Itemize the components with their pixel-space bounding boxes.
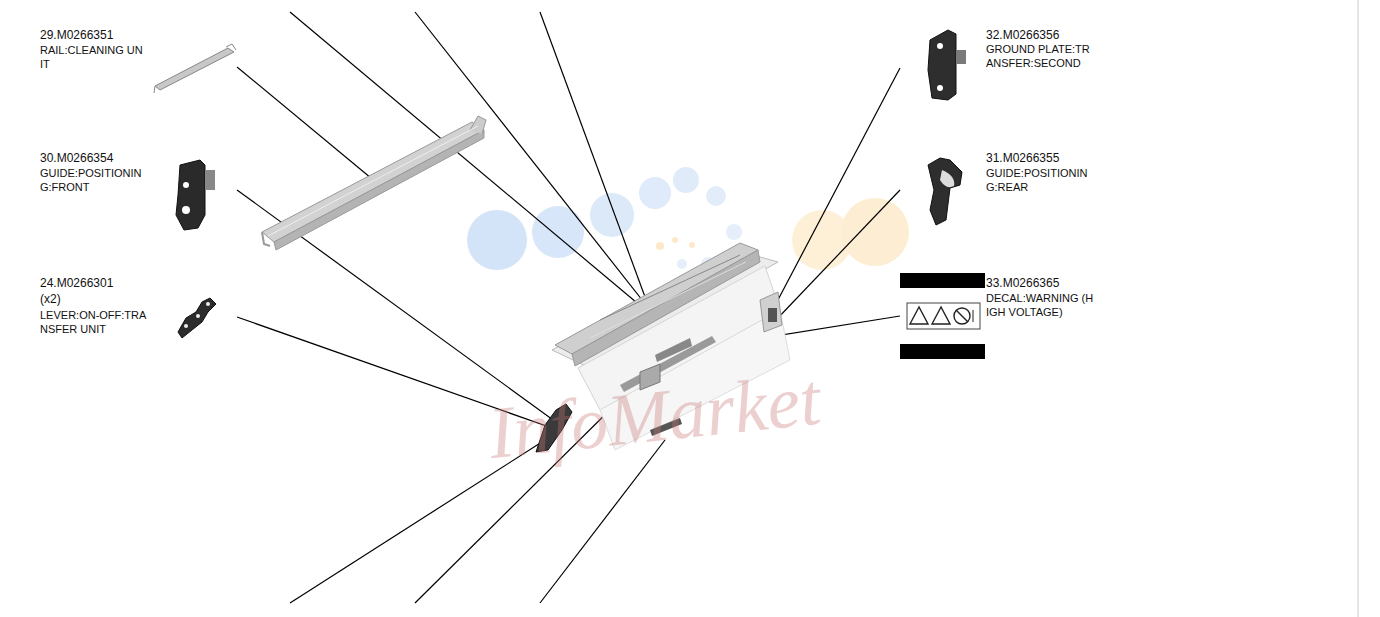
guide-rear-icon <box>928 158 962 225</box>
lever-icon <box>178 298 216 338</box>
callout-number: 30.M0266354 <box>40 151 170 166</box>
rail-icon-small <box>154 44 236 93</box>
quantity-note: (x2) <box>40 292 100 307</box>
part-name: GUIDE:POSITIONING:FRONT <box>40 167 144 195</box>
leader-lines <box>237 12 900 603</box>
part-name: LEVER:ON-OFF:TRANSFER UNIT <box>40 309 152 337</box>
watermark-logo <box>467 167 909 271</box>
page-border <box>1358 0 1359 617</box>
warning-decal-icon <box>900 273 985 359</box>
callout-number: 31.M0266355 <box>986 151 1116 166</box>
part-name: GUIDE:POSITIONING:REAR <box>986 167 1090 195</box>
part-name: GROUND PLATE:TRANSFER:SECOND <box>986 43 1094 71</box>
guide-front-icon <box>176 160 215 230</box>
rail-enlarged <box>262 116 486 250</box>
part-name: RAIL:CLEANING UNIT <box>40 44 144 72</box>
part-name: DECAL:WARNING (HIGH VOLTAGE) <box>986 292 1096 320</box>
callout-number: 32.M0266356 <box>986 28 1116 43</box>
watermark: InfoMarket <box>484 353 825 480</box>
callout-number: 24.M0266301 <box>40 276 170 291</box>
callout-number: 33.M0266365 <box>986 276 1116 291</box>
callout-number: 29.M0266351 <box>40 28 170 43</box>
ground-plate-icon <box>928 30 966 100</box>
